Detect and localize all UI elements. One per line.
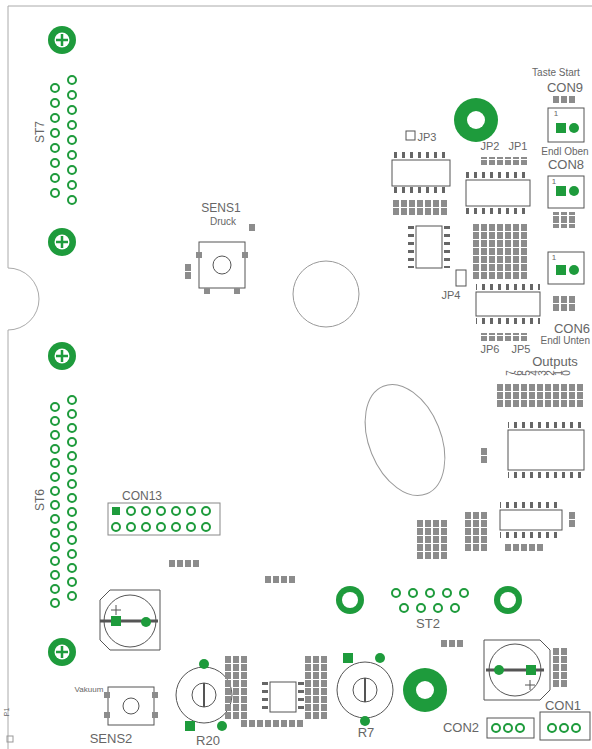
jumper-ref: JP2 [481, 141, 500, 152]
connector-ref: CON1 [545, 699, 581, 712]
header-ref: ST7 [34, 121, 46, 143]
connector-ref: CON8 [548, 158, 584, 171]
connector-label: Endl Oben [541, 147, 588, 157]
board-mark: P1 [3, 708, 10, 717]
connector-ref: CON9 [547, 81, 583, 94]
sensor-label: Vakuum [75, 686, 104, 694]
connector-label: Taste Start [532, 68, 580, 78]
jumper-ref: JP4 [442, 290, 461, 301]
connector-ref: CON13 [122, 490, 162, 502]
pin-number: 1 [552, 178, 556, 186]
connector-ref: CON2 [443, 721, 479, 734]
sensor-ref: SENS2 [90, 732, 133, 745]
jumper-ref: JP3 [418, 132, 437, 143]
output-number: 0 [562, 370, 572, 376]
resistor-ref: R7 [358, 726, 375, 739]
pin-number: 1 [552, 254, 556, 262]
group-label: Outputs [532, 355, 578, 368]
sensor-label: Druck [210, 217, 236, 227]
jumper-ref: JP1 [509, 141, 528, 152]
resistor-ref: R20 [196, 734, 220, 747]
jumper-ref: JP6 [481, 344, 500, 355]
jumper-ref: JP5 [512, 344, 531, 355]
header-ref: ST2 [416, 617, 440, 630]
connector-label: Endl Unten [541, 336, 590, 346]
header-ref: ST6 [34, 489, 46, 511]
connector-ref: CON6 [554, 322, 590, 335]
sensor-ref: SENS1 [201, 202, 240, 214]
pin-number: 1 [554, 110, 558, 118]
